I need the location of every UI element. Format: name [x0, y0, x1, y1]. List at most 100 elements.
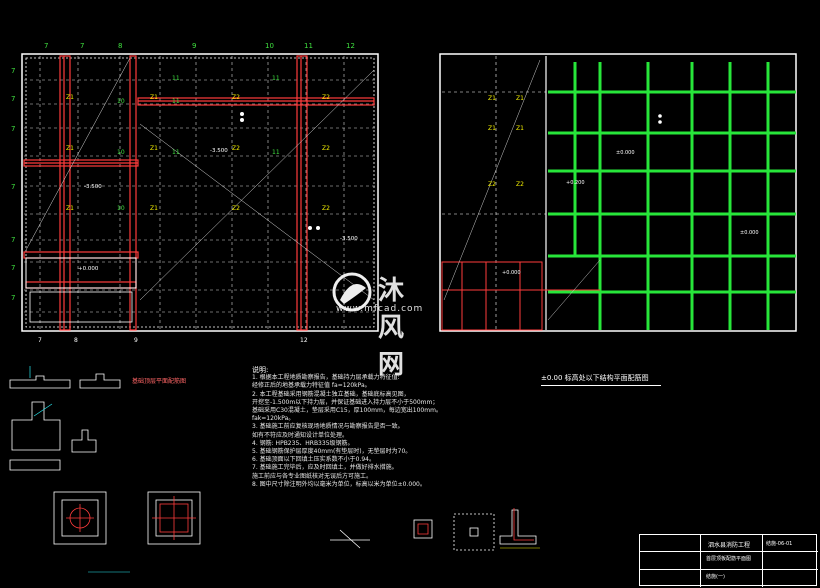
beam-mark: 10: [117, 205, 125, 212]
section-details: [330, 509, 537, 551]
grid-label-left: 7: [11, 125, 15, 133]
column-tag: Z2: [232, 145, 240, 152]
column-tag: Z1: [66, 94, 74, 101]
grid-label-top: 7: [80, 42, 84, 50]
left-plan-top-labels: 7 7 8 9 10 11 12: [44, 42, 355, 50]
foundation-detail-rebar: [66, 496, 196, 540]
right-plan-outer-wall: [439, 53, 797, 332]
note-line: 经修正后的地基承载力特征值 fa=120kPa。: [252, 382, 371, 390]
plan-title-right: ±0.00 标高处以下结构平面配筋图: [541, 373, 661, 386]
column-tag: Z1: [66, 145, 74, 152]
elevation-mark: -3.500: [340, 236, 358, 242]
svg-text:8: 8: [74, 337, 78, 344]
right-plan-green-beams: [548, 62, 796, 330]
beam-mark: 11: [172, 75, 180, 82]
elevation-mark: +0.000: [78, 266, 99, 272]
column-tag: Z2: [322, 145, 330, 152]
note-line: 3. 基础施工前应复核现场地质情况与勘察报告是否一致。: [252, 423, 404, 431]
note-line: 如有不符应及时通知设计单位处理。: [252, 431, 349, 439]
left-plan-diagonals: [25, 57, 375, 301]
section-detail-rebar: [417, 508, 534, 541]
column-tag: Z2: [488, 181, 496, 188]
left-plan-beam-marks: 10 11 11 11 11 10 10 11: [117, 75, 280, 212]
column-tag: Z2: [232, 205, 240, 212]
note-line: 6. 基础顶面以下回填土压实系数不小于0.94。: [252, 456, 375, 464]
beam-mark: 11: [172, 98, 180, 105]
grid-label-top: 12: [346, 42, 355, 50]
grid-label-top: 7: [44, 42, 48, 50]
plan-title-text: ±0.00 标高处以下结构平面配筋图: [541, 374, 649, 382]
foundation-detail-callouts: [29, 366, 53, 417]
title-block-divider: [762, 535, 763, 587]
note-line: 基础采用C30混凝土，垫层采用C15，厚100mm，每边宽出100mm。: [252, 407, 442, 415]
foundation-details: [9, 373, 201, 545]
left-plan-columns: [240, 112, 320, 230]
grid-label-top: 10: [265, 42, 274, 50]
grid-label-left: 7: [11, 264, 15, 272]
svg-text:12: 12: [300, 337, 308, 344]
right-plan-elevations: ±0.000 ±0.000 +0.200 +0.000: [502, 150, 759, 276]
grid-label-top: 11: [304, 42, 313, 50]
grid-label-top: 9: [192, 42, 196, 50]
right-plan-column-tags: Z1 Z1 Z1 Z1 Z2 Z2: [488, 95, 524, 188]
note-line: 7. 基础施工完毕后，应及时回填土，并做好排水措施。: [252, 464, 398, 472]
left-floor-plan: 7 7 8 9 10 11 12 7 7 7 7 7 7 7 Z1 Z1 Z2 …: [11, 42, 379, 344]
title-block-project: 泗水县消防工程: [708, 542, 751, 549]
grid-label-left: 7: [11, 183, 15, 191]
plan-title-underline: [541, 385, 661, 386]
column-tag: Z1: [516, 125, 524, 132]
grid-label-left: 7: [11, 294, 15, 302]
watermark-url: www.mfcad.com: [336, 304, 424, 314]
note-line: 2. 本工程基础采用钢筋混凝土独立基础，基础底标高见图，: [252, 390, 410, 398]
svg-text:7: 7: [38, 337, 42, 344]
left-plan-beams: [23, 55, 375, 331]
detail-title-left: 基础顶层平面配筋图: [132, 378, 187, 385]
right-plan-column-dots: [658, 114, 662, 124]
grid-label-left: 7: [11, 95, 15, 103]
beam-mark: 11: [172, 149, 180, 156]
grid-label-left: 7: [11, 67, 15, 75]
title-block: 泗水县消防工程 首层顶板配筋平面图 结施(一) 结施-06-01: [639, 534, 818, 587]
left-plan-column-tags: Z1 Z1 Z2 Z2 Z1 Z1 Z2 Z2 Z1 Z1 Z2 Z2: [66, 94, 330, 212]
grid-label-left: 7: [11, 236, 15, 244]
elevation-mark: -3.500: [84, 184, 102, 190]
right-plan-red-lines: [442, 262, 600, 330]
note-line: 开挖至-1.500m以下持力层，并保证基础进入持力层不小于500mm；: [252, 398, 439, 406]
column-tag: Z1: [488, 125, 496, 132]
column-tag: Z1: [516, 95, 524, 102]
note-line: 5. 基础钢筋保护层厚度40mm(有垫层时)，无垫层时为70。: [252, 448, 412, 456]
watermark-logo-icon: [332, 272, 372, 312]
column-tag: Z1: [150, 145, 158, 152]
right-plan-red-zone: [441, 261, 543, 331]
column-tag: Z2: [232, 94, 240, 101]
right-floor-plan: Z1 Z1 Z1 Z1 Z2 Z2 ±0.000 ±0.000 +0.200 +…: [439, 53, 797, 332]
note-line: fak=120kPa。: [252, 415, 295, 423]
column-tag: Z2: [322, 205, 330, 212]
elevation-mark: ±0.000: [616, 150, 635, 156]
note-line: 8. 图中尺寸除注明外均以毫米为单位，标高以米为单位±0.000。: [252, 480, 426, 488]
column-tag: Z2: [516, 181, 524, 188]
note-line: 施工前应与各专业图纸核对无误后方可施工。: [252, 472, 373, 480]
left-plan-grid: [24, 56, 376, 330]
column-tag: Z2: [322, 94, 330, 101]
elevation-mark: +0.000: [502, 270, 521, 276]
column-tag: Z1: [150, 94, 158, 101]
watermark-text: 沐风网: [378, 276, 411, 380]
elevation-mark: -3.500: [210, 148, 228, 154]
general-notes: 说明: 1. 根据本工程地质勘察报告，基础持力层承载力特征值: 经修正后的地基承…: [252, 366, 552, 489]
column-tag: Z1: [150, 205, 158, 212]
right-plan-diagonals: [443, 59, 601, 321]
elevation-mark: ±0.000: [740, 230, 759, 236]
grid-label-top: 8: [118, 42, 122, 50]
beam-mark: 11: [272, 149, 280, 156]
left-plan-corridor: [29, 291, 133, 323]
note-line: 4. 钢筋: HPB235、HRB335级钢筋。: [252, 439, 354, 447]
left-plan-inner-wall: [25, 57, 375, 328]
title-block-divider: [640, 551, 818, 552]
beam-mark: 10: [117, 149, 125, 156]
beam-mark: 10: [117, 98, 125, 105]
left-plan-stair-room: [25, 257, 137, 289]
left-plan-outer-wall: [21, 53, 379, 332]
